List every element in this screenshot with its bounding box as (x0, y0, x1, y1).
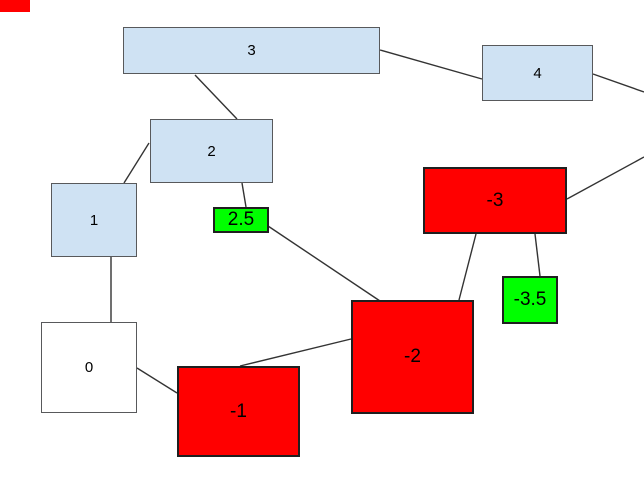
node-0[interactable]: 0 (41, 322, 137, 413)
node-4[interactable]: 4 (482, 45, 593, 101)
node-label: 2 (207, 142, 216, 160)
node-2.5[interactable]: 2.5 (213, 207, 269, 233)
node--3[interactable]: -3 (423, 167, 567, 234)
node-2[interactable]: 2 (150, 119, 273, 183)
edge-3-to-4 (379, 49, 483, 80)
node-label: 0 (84, 359, 94, 376)
node-label: 2.5 (227, 209, 255, 230)
node-label: -3 (486, 189, 504, 211)
node-label: 4 (533, 64, 542, 82)
edge-2-to-1 (123, 142, 150, 184)
node-3[interactable]: 3 (123, 27, 380, 74)
node--1[interactable]: -1 (177, 366, 300, 457)
edge--3-to--2 (458, 233, 477, 301)
edge-3-to-2 (194, 74, 238, 120)
node-label: -2 (404, 346, 421, 367)
red-marker (0, 0, 30, 12)
edge-2.5-to--2 (267, 225, 381, 302)
edge-offscreen-to--3 (566, 156, 644, 200)
node-label: -1 (230, 400, 247, 422)
edge-0-to--1 (136, 367, 178, 394)
node-label: 3 (247, 42, 256, 59)
node-1[interactable]: 1 (51, 183, 137, 257)
node--3.5[interactable]: -3.5 (502, 276, 558, 324)
node-label: 1 (89, 211, 99, 229)
node--2[interactable]: -2 (351, 300, 474, 414)
edge-2-to-2.5 (241, 182, 247, 208)
edge--1-to--2 (239, 338, 352, 367)
edge--3-to--3.5 (534, 233, 541, 277)
node-label: -3.5 (513, 289, 547, 310)
edge-4-to-offscreen (592, 73, 644, 93)
